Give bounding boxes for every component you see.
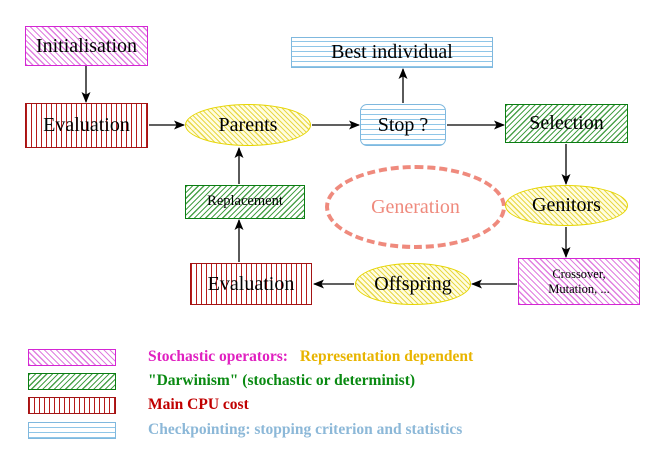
node-label: Parents bbox=[218, 113, 278, 136]
node-crossover-mutation[interactable]: Crossover, Mutation, ... bbox=[518, 258, 640, 305]
node-initialisation[interactable]: Initialisation bbox=[25, 26, 148, 66]
legend-label-stochastic-operators: Stochastic operators: bbox=[148, 348, 288, 365]
node-offspring[interactable]: Offspring bbox=[355, 263, 471, 305]
legend-label-checkpointing: Checkpointing: stopping criterion and st… bbox=[148, 421, 463, 438]
legend-swatch-green-hatch-icon bbox=[28, 372, 116, 390]
node-label-line1: Crossover, bbox=[552, 267, 606, 282]
node-evaluation-top[interactable]: Evaluation bbox=[25, 103, 148, 148]
legend-label-darwinism: "Darwinism" (stochastic or determinist) bbox=[148, 372, 416, 389]
node-replacement[interactable]: Replacement bbox=[185, 185, 305, 219]
node-label: Offspring bbox=[374, 272, 452, 295]
node-stop[interactable]: Stop ? bbox=[360, 104, 446, 146]
node-label: Replacement bbox=[207, 193, 283, 210]
legend-row-stochastic: Stochastic operators: Representation dep… bbox=[28, 346, 473, 368]
legend-label-representation-dependent: Representation dependent bbox=[299, 348, 474, 365]
node-best-individual[interactable]: Best individual bbox=[291, 37, 493, 68]
legend-swatch-red-vertical-icon bbox=[28, 396, 116, 414]
node-label: Genitors bbox=[532, 194, 601, 216]
node-label: Evaluation bbox=[207, 272, 295, 295]
node-genitors[interactable]: Genitors bbox=[505, 185, 628, 226]
legend-row-darwinism: "Darwinism" (stochastic or determinist) bbox=[28, 370, 415, 392]
node-parents[interactable]: Parents bbox=[185, 104, 311, 146]
legend-swatch-magenta-hatch-icon bbox=[28, 348, 116, 366]
node-label: Stop ? bbox=[377, 113, 429, 136]
node-label: Best individual bbox=[331, 41, 453, 63]
node-label: Generation bbox=[371, 195, 460, 218]
node-selection[interactable]: Selection bbox=[505, 104, 628, 143]
node-generation: Generation bbox=[325, 165, 506, 249]
node-label: Evaluation bbox=[43, 114, 130, 136]
node-evaluation-bottom[interactable]: Evaluation bbox=[190, 263, 312, 305]
legend-swatch-blue-horizontal-icon bbox=[28, 421, 116, 439]
legend-label-main-cpu-cost: Main CPU cost bbox=[148, 396, 249, 413]
node-label: Initialisation bbox=[35, 34, 138, 57]
legend-row-cpu-cost: Main CPU cost bbox=[28, 394, 249, 416]
node-label: Selection bbox=[529, 112, 604, 134]
legend: Stochastic operators: Representation dep… bbox=[0, 336, 662, 471]
node-label-line2: Mutation, ... bbox=[548, 281, 610, 296]
legend-row-checkpointing: Checkpointing: stopping criterion and st… bbox=[28, 419, 462, 441]
